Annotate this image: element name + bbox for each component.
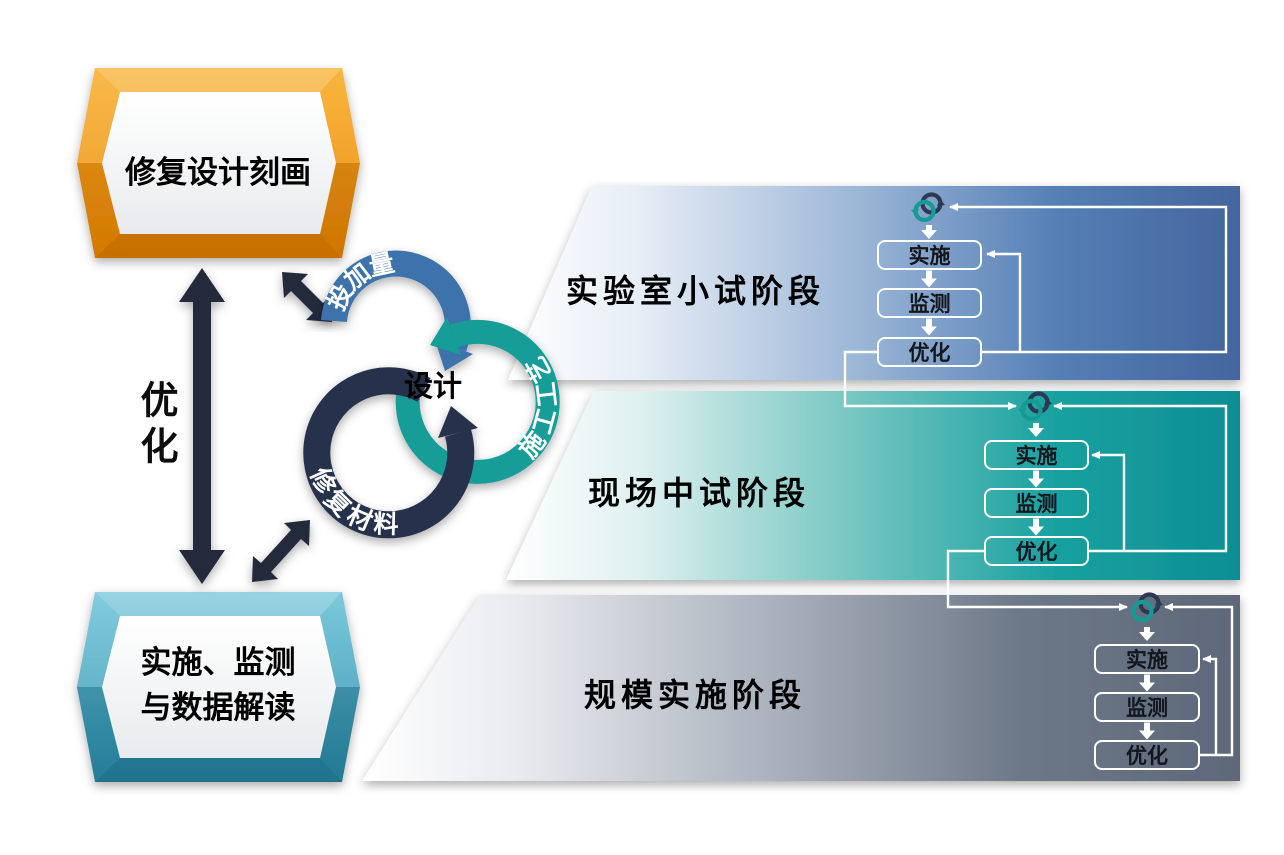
design-hexagon <box>77 68 360 258</box>
step-box-monitor: 监测 <box>1094 692 1200 722</box>
step-box-monitor: 监测 <box>984 488 1089 518</box>
lab-outer-feedback-line <box>949 203 1228 354</box>
step-box-monitor: 监测 <box>877 288 982 318</box>
design-cycle <box>317 264 548 525</box>
pilot-to-fullscale-connector <box>946 549 1128 611</box>
stage-title-lab: 实验室小试阶段 <box>566 273 826 309</box>
dosage-arc-label: 投加量 <box>321 248 399 315</box>
step-box-implement: 实施 <box>877 240 982 270</box>
fullscale-inner-feedback-line <box>1202 655 1218 755</box>
lab-to-pilot-connector <box>843 350 1017 410</box>
implementation-hexagon <box>77 592 360 782</box>
design-to-cycle-arrow <box>282 272 332 322</box>
optimize-label: 优化 <box>134 380 176 472</box>
stage-band-lab <box>508 186 1240 380</box>
stage-band-pilot <box>506 391 1240 580</box>
step-box-optimize: 优化 <box>1094 740 1200 770</box>
implementation-hexagon-label-line2: 与数据解读 <box>140 690 296 725</box>
stage-band-fullscale <box>362 595 1240 781</box>
process-arrowhead-icon <box>430 317 461 355</box>
optimize-double-arrow <box>179 268 225 584</box>
material-arrowhead-icon <box>438 406 478 438</box>
step-box-optimize: 优化 <box>984 536 1089 566</box>
design-hexagon-label: 修复设计刻画 <box>125 155 311 190</box>
lab-inner-feedback-line <box>986 250 1022 352</box>
design-center-label: 设计 <box>403 371 462 403</box>
pilot-inner-feedback-line <box>1091 451 1126 551</box>
step-box-optimize: 优化 <box>877 337 982 367</box>
cycle-to-implementation-arrow <box>252 520 310 582</box>
stage-title-fullscale: 规模实施阶段 <box>584 677 807 713</box>
pilot-outer-feedback-line <box>1053 402 1228 553</box>
step-box-implement: 实施 <box>1094 644 1200 674</box>
implementation-hexagon-label: 实施、监测 与数据解读 <box>92 640 344 730</box>
step-box-implement: 实施 <box>984 440 1089 470</box>
implementation-hexagon-label-line1: 实施、监测 <box>140 645 296 680</box>
stage-title-pilot: 现场中试阶段 <box>588 475 811 511</box>
